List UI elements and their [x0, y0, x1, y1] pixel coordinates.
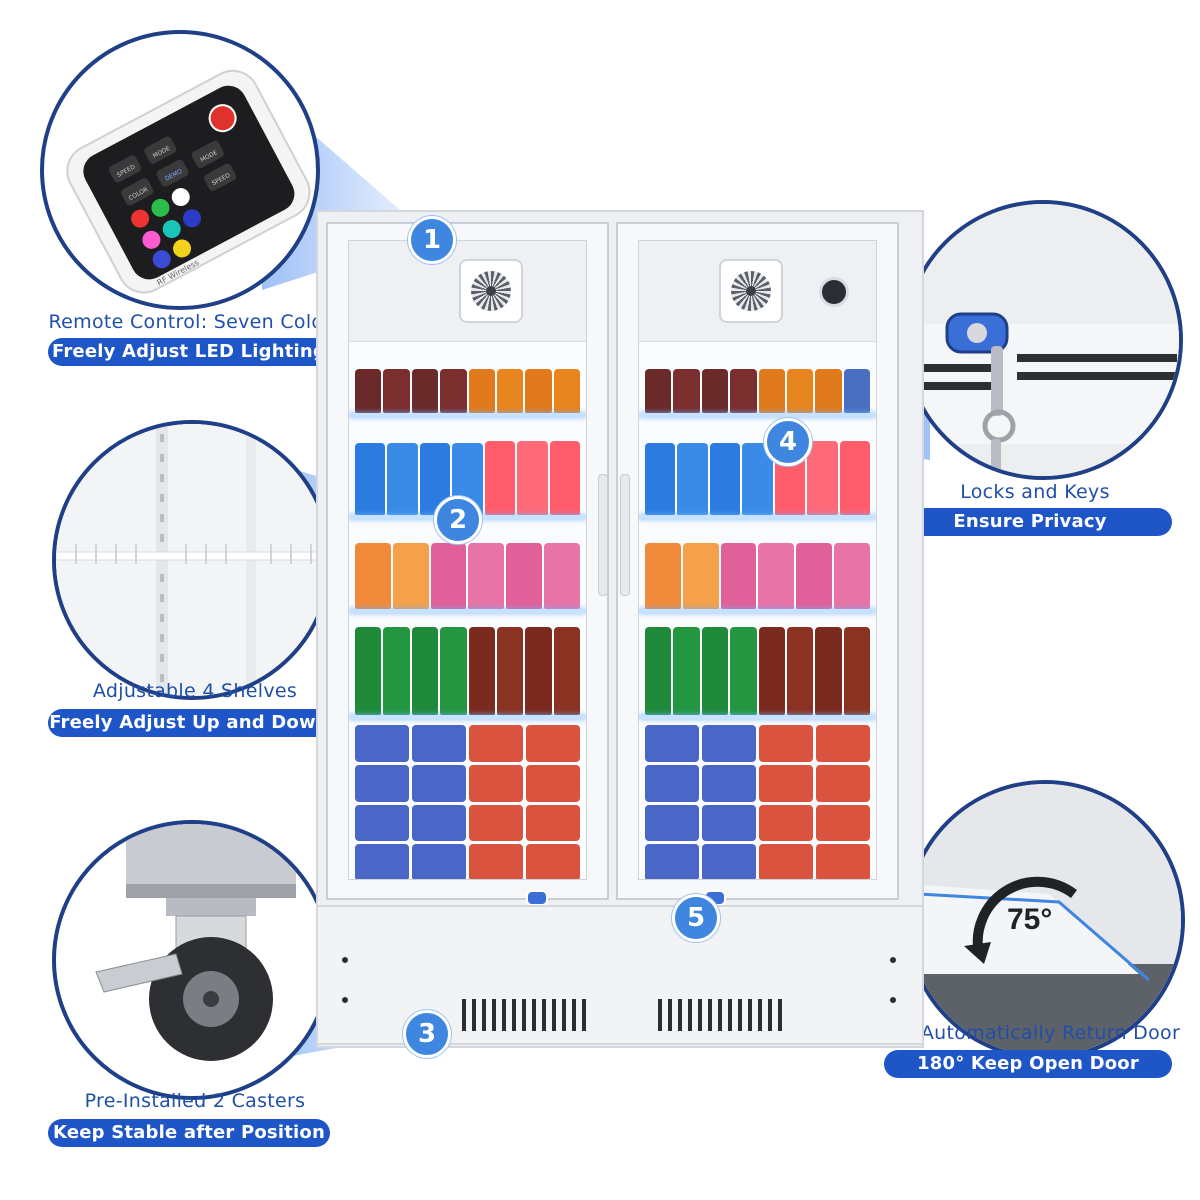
left-door-handle[interactable]: [598, 474, 608, 596]
caster-image: [95, 824, 296, 1061]
right-door-glass: [638, 240, 877, 880]
feature-4-pill: Ensure Privacy: [888, 508, 1172, 536]
left-shelf-3-items: [355, 537, 580, 609]
right-shelf-3-items: [645, 537, 870, 609]
right-shelf-2: [639, 515, 876, 519]
feature-1-pill: Freely Adjust LED Lighting: [48, 338, 330, 366]
right-door-handle[interactable]: [620, 474, 630, 596]
feature-5-caption: 75° Automatically Return Door: [879, 1022, 1181, 1044]
door-angle-image: 75°: [909, 784, 1181, 1056]
right-shelf-4: [639, 715, 876, 719]
right-shelf-1-items: [645, 361, 870, 413]
left-shelf-3: [349, 609, 586, 613]
power-button: [208, 104, 237, 133]
feature-badge-3: 3: [403, 1010, 451, 1058]
feature-5-pill: 180° Keep Open Door: [884, 1050, 1172, 1078]
feature-1-caption: Remote Control: Seven Color: [48, 311, 332, 333]
door-angle-closeup: 75°: [905, 780, 1185, 1060]
right-shelf-4-items: [645, 625, 870, 715]
left-shelf-1: [349, 413, 586, 417]
remote-control-closeup: SPEED MODE COLOR DEMO MODE SPEED RF Wire…: [40, 30, 320, 310]
right-yogurt-stack: [645, 725, 870, 879]
shelf-closeup: [52, 420, 332, 700]
feature-badge-2: 2: [434, 496, 482, 544]
feature-2-pill: Freely Adjust Up and Down: [48, 709, 330, 737]
thermostat-knob[interactable]: [819, 277, 849, 307]
caster-closeup: [52, 820, 332, 1100]
left-shelf-4: [349, 715, 586, 719]
feature-badge-5: 5: [672, 894, 720, 942]
right-shelf-1: [639, 413, 876, 417]
feature-badge-1: 1: [408, 216, 456, 264]
remote-control-image: SPEED MODE COLOR DEMO MODE SPEED RF Wire…: [66, 69, 311, 294]
right-vent: [658, 999, 784, 1031]
svg-text:75°: 75°: [1007, 903, 1052, 936]
feature-4-caption: Locks and Keys: [960, 481, 1110, 503]
right-shelf-3: [639, 609, 876, 613]
left-door-lock[interactable]: [526, 890, 548, 906]
left-glass-door[interactable]: [326, 222, 609, 900]
left-yogurt-stack: [355, 725, 580, 879]
right-glass-door[interactable]: [616, 222, 899, 900]
fan-icon: [719, 259, 783, 323]
left-door-glass: [348, 240, 587, 880]
left-vent: [462, 999, 588, 1031]
feature-3-pill: Keep Stable after Position: [48, 1119, 330, 1147]
shelf-image: [56, 424, 328, 696]
left-shelf-1-items: [355, 361, 580, 413]
feature-3-caption: Pre-Installed 2 Casters: [84, 1090, 306, 1112]
fan-icon: [459, 259, 523, 323]
right-top-panel: [639, 241, 876, 342]
lock-and-keys-image: [907, 204, 1179, 476]
feature-badge-4: 4: [764, 418, 812, 466]
right-shelf-2-items: [645, 437, 870, 515]
left-top-panel: [349, 241, 586, 342]
left-shelf-4-items: [355, 625, 580, 715]
feature-2-caption: Adjustable 4 Shelves: [92, 680, 298, 702]
lock-closeup: [903, 200, 1183, 480]
